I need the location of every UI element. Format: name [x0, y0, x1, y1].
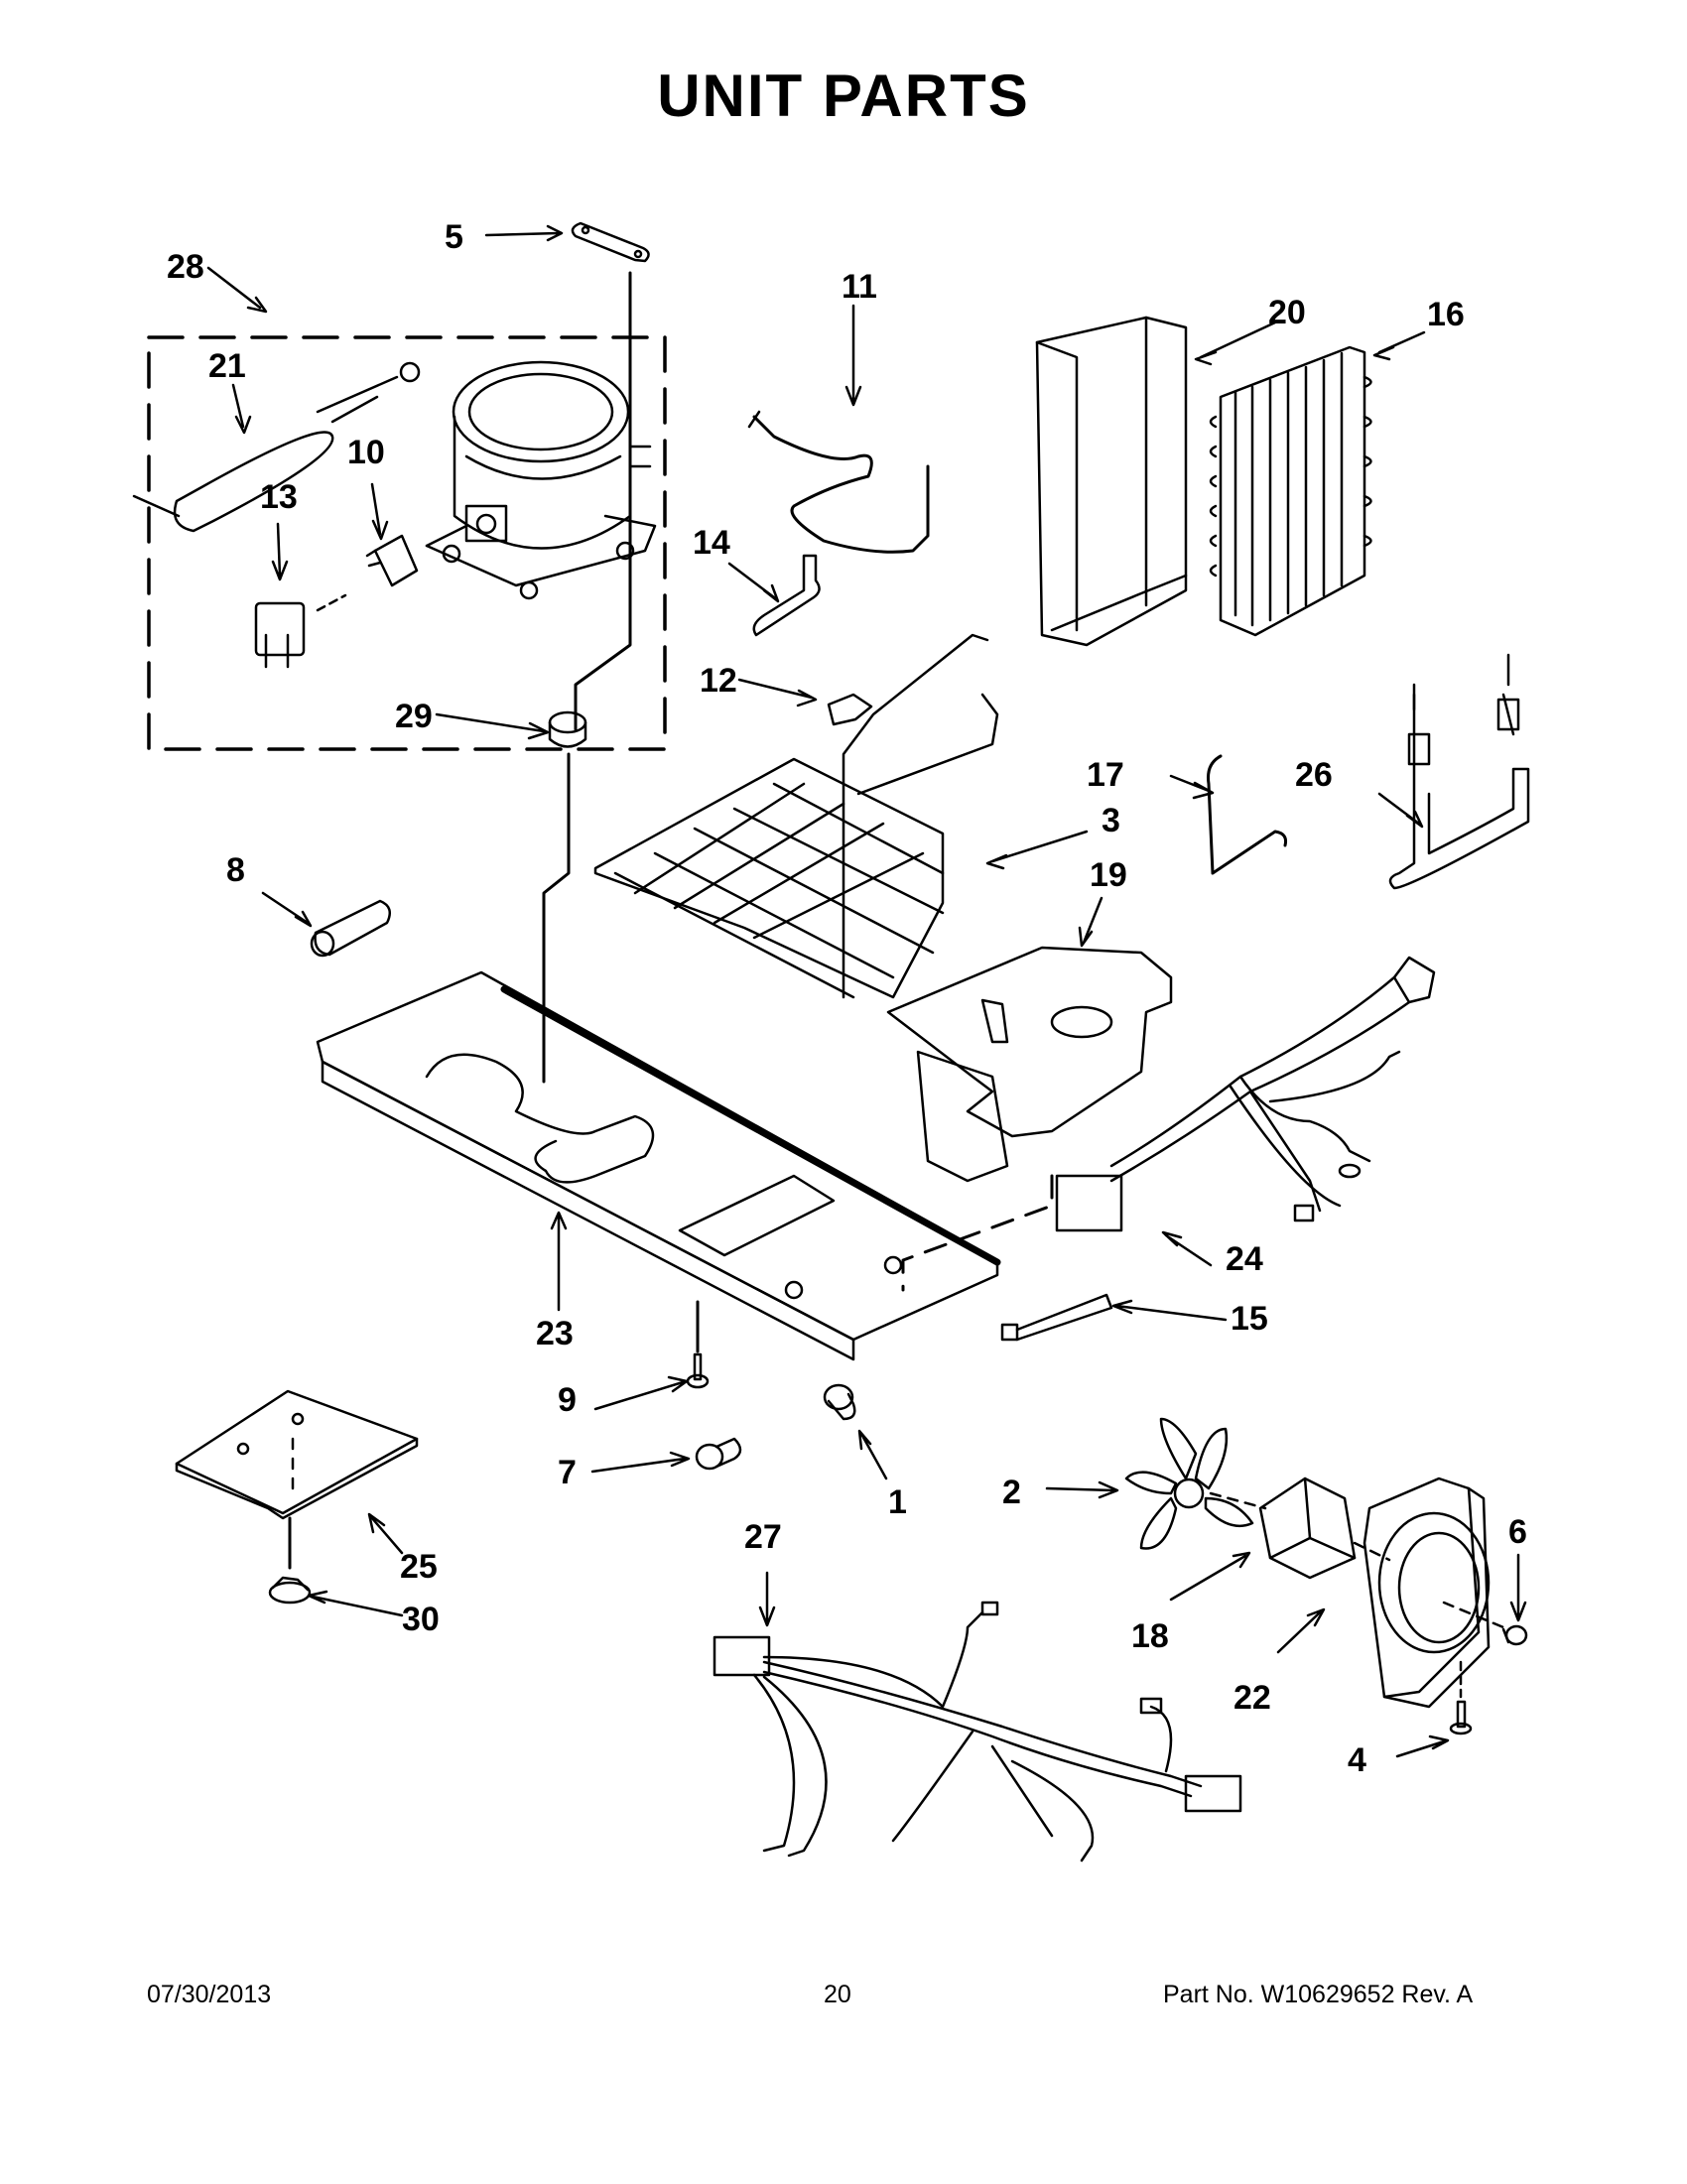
footer-date: 07/30/2013: [147, 1981, 272, 2008]
callout-30: 30: [402, 1601, 440, 1638]
leader-arrows: [206, 224, 1527, 1758]
callout-22: 22: [1233, 1679, 1271, 1717]
compressor-part: [425, 360, 657, 600]
callout-8: 8: [226, 851, 245, 889]
condenser-part-16: [1209, 345, 1372, 637]
clip-part-12: [827, 693, 873, 726]
fan-motor-part-18: [1258, 1477, 1357, 1580]
callout-25: 25: [400, 1548, 438, 1586]
callout-12: 12: [700, 662, 737, 700]
page-title: UNIT PARTS: [657, 63, 1030, 129]
drain-pan-part-19: [886, 946, 1173, 1183]
plate-part-25: [175, 1389, 419, 1520]
cable-tie-part-15: [1000, 1293, 1113, 1342]
callout-10: 10: [347, 434, 385, 471]
bushing-part-7: [695, 1437, 742, 1471]
overload-part-13: [254, 593, 347, 669]
callout-11: 11: [842, 268, 877, 306]
callout-26: 26: [1295, 756, 1333, 794]
drier-part-21: [132, 361, 421, 533]
harness-part-24: [1055, 956, 1436, 1232]
fan-shroud-part-22: [1363, 1477, 1491, 1709]
bushing-part-1: [823, 1383, 856, 1421]
foot-part-30: [268, 1516, 312, 1605]
callout-24: 24: [1226, 1240, 1263, 1278]
evaporator-part-3: [593, 633, 999, 999]
tube-part-17: [1207, 754, 1287, 875]
callout-3: 3: [1102, 802, 1120, 839]
relay-part-10: [365, 534, 419, 587]
compressor-assembly-box: [147, 335, 667, 751]
callout-23: 23: [536, 1315, 574, 1352]
tube-to-base: [542, 752, 571, 1084]
callout-18: 18: [1131, 1617, 1169, 1655]
footer-part-number: Part No. W10629652 Rev. A: [1163, 1981, 1474, 2008]
callout-20: 20: [1268, 294, 1306, 331]
callout-6: 6: [1508, 1513, 1527, 1551]
callout-1: 1: [888, 1483, 907, 1521]
callout-2: 2: [1002, 1474, 1021, 1511]
fan-blade-part-2: [1124, 1417, 1254, 1550]
cover-part-20: [1035, 316, 1188, 647]
callout-15: 15: [1231, 1300, 1268, 1338]
bracket-part-5: [571, 221, 650, 263]
callout-17: 17: [1087, 756, 1124, 794]
base-plate-part-23: [316, 970, 1001, 1361]
callout-9: 9: [558, 1381, 577, 1419]
callout-21: 21: [208, 347, 246, 385]
harness-part-27: [713, 1601, 1242, 1863]
callout-7: 7: [558, 1454, 577, 1491]
tube-part-11: [752, 415, 930, 554]
callout-16: 16: [1427, 296, 1465, 333]
screw-part-4: [1449, 1660, 1473, 1735]
callout-labels: 1 2 3 4 5 6 7 8 9 10 11 12 13 14 15 16 1…: [167, 218, 1527, 1779]
tube-part-14: [752, 554, 821, 637]
screw-part-6: [1501, 1624, 1528, 1646]
callout-13: 13: [260, 478, 298, 516]
sleeve-part-8: [310, 899, 392, 958]
callout-5: 5: [445, 218, 463, 256]
grommet-part-29: [548, 710, 587, 748]
footer-page-number: 20: [824, 1981, 851, 2008]
callout-4: 4: [1348, 1741, 1366, 1779]
callout-14: 14: [693, 524, 730, 562]
callout-28: 28: [167, 248, 204, 286]
drier-tubes-part-26: [1388, 653, 1530, 890]
screw-part-9: [686, 1300, 710, 1389]
callout-27: 27: [744, 1518, 782, 1556]
process-tube: [574, 271, 632, 731]
callout-29: 29: [395, 698, 433, 735]
callout-19: 19: [1090, 856, 1127, 894]
